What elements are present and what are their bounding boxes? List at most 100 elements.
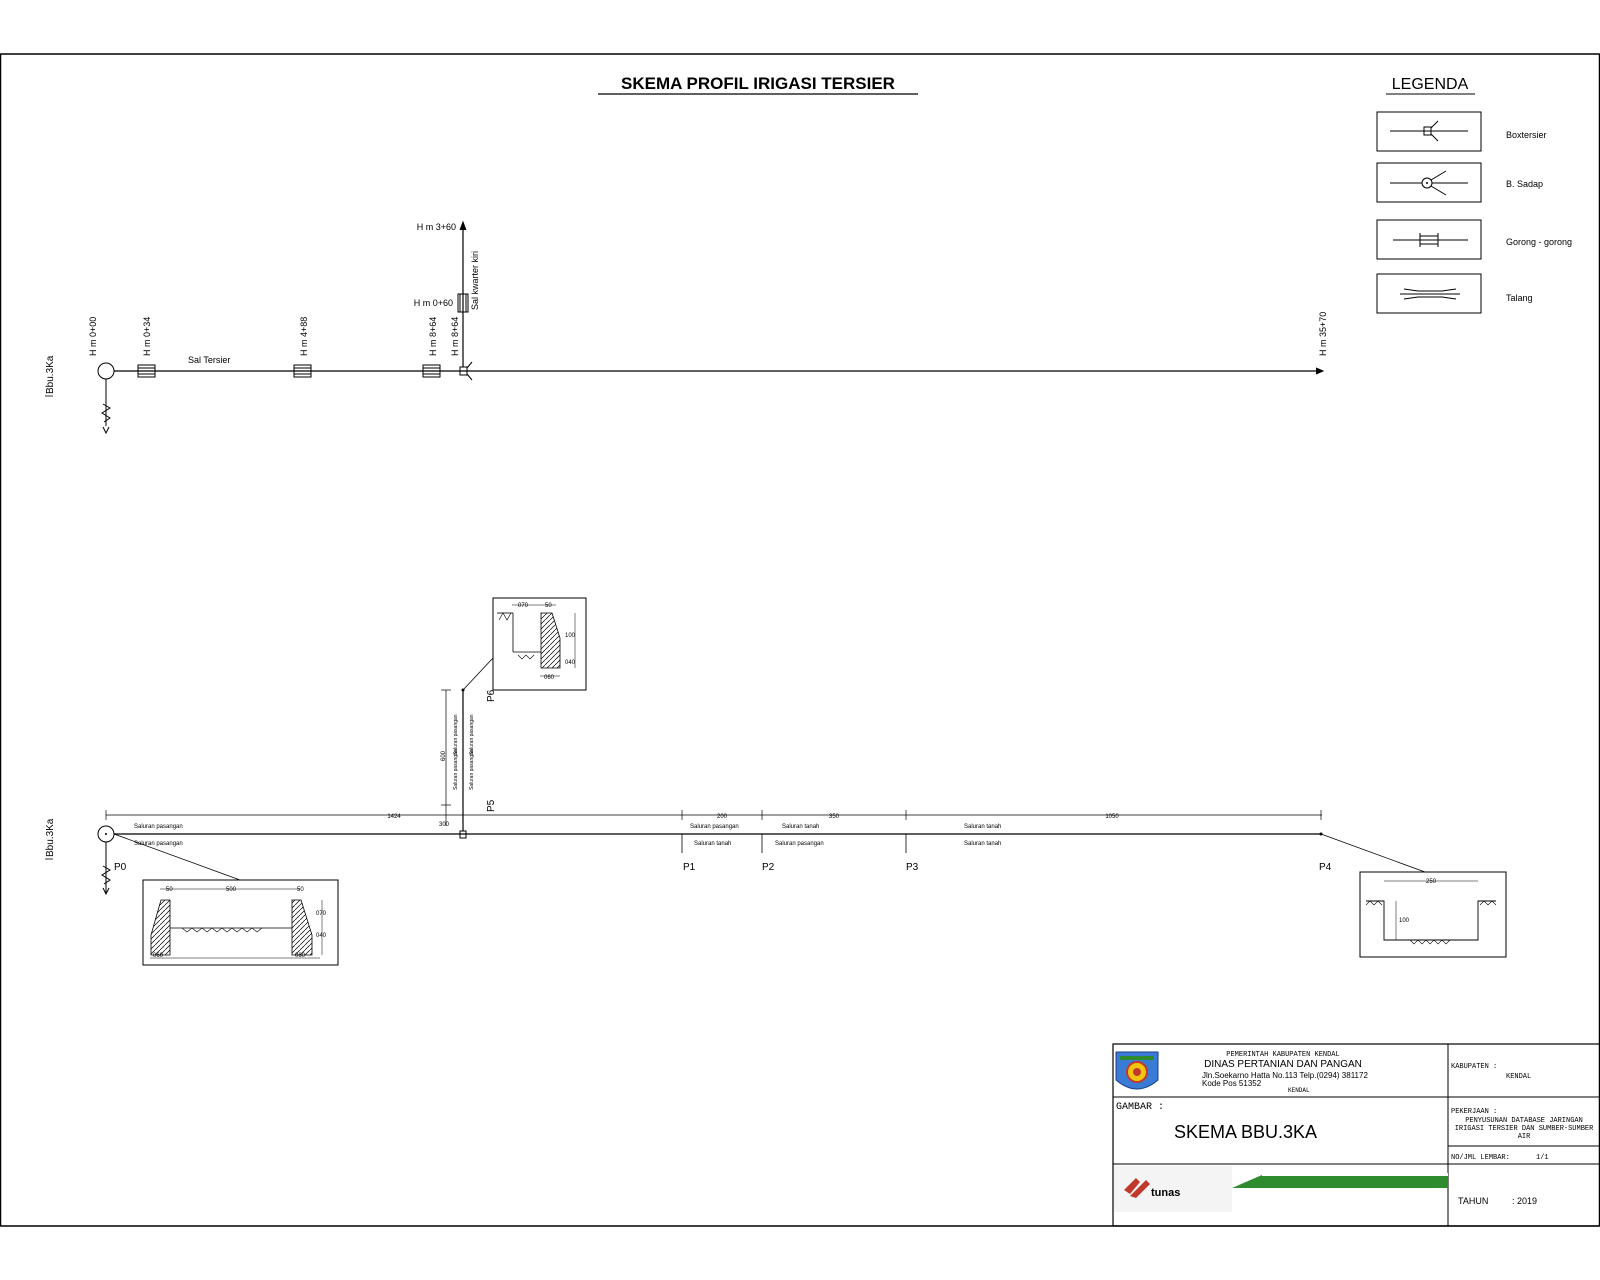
- intake-symbol: [97, 362, 115, 380]
- pekerjaan-label: PEKERJAAN :: [1451, 1108, 1497, 1116]
- point-label: P1: [683, 862, 696, 873]
- culvert-icon: [1393, 233, 1468, 247]
- agency-name: DINAS PERTANIAN DAN PANGAN: [1204, 1059, 1362, 1070]
- legend-item-bsadap: B. Sadap: [1376, 162, 1543, 203]
- station-label: H m 3+60: [417, 222, 456, 232]
- segment-length: 1424: [387, 814, 401, 820]
- river-symbol: [101, 403, 111, 423]
- section-dimension: 060: [544, 675, 555, 681]
- section-dimension: 50: [297, 887, 304, 893]
- section-dimension: 040: [565, 660, 576, 666]
- source-label: Bbu.3Ka: [45, 355, 56, 394]
- bangunan-sadap-icon: [1390, 170, 1468, 196]
- channel-note: Saluran pasangan: [134, 824, 183, 830]
- legend-label: Boxtersier: [1506, 130, 1547, 140]
- river-symbol: [101, 865, 111, 885]
- agency-postcode: Kode Pos 51352: [1202, 1079, 1262, 1088]
- flume-icon: [1400, 288, 1460, 300]
- agency-address: Jln.Soekarno Hatta No.113 Telp.(0294) 38…: [1202, 1071, 1368, 1080]
- lower-scheme: Bbu.3Ka 1424 200 350 1050 P0 P1 P2 P3 P4…: [45, 597, 1507, 966]
- title-block: PEMERINTAH KABUPATEN KENDAL DINAS PERTAN…: [1112, 1043, 1600, 1227]
- channel-note: Saluran pasangan: [134, 841, 183, 847]
- legend-label: B. Sadap: [1506, 179, 1543, 189]
- cross-section-right: 250 100: [1359, 871, 1507, 958]
- point-label: P0: [114, 862, 127, 873]
- culvert-icon: [137, 364, 156, 378]
- lembar-label: NO/JML LEMBAR:: [1451, 1154, 1510, 1162]
- tunas-logo: tunas: [1114, 1166, 1232, 1212]
- channel-note: Saluran tanah: [782, 824, 819, 830]
- point-label: P6: [486, 689, 497, 702]
- culvert-icon: [457, 293, 469, 313]
- station-label: H m 0+00: [88, 317, 98, 356]
- station-label: H m 8+64: [450, 317, 460, 356]
- main-channel-label: Sal Tersier: [188, 355, 230, 365]
- tahun-label: TAHUN: [1458, 1196, 1488, 1206]
- channel-note: Saluran tanah: [694, 841, 731, 847]
- section-dimension: 070: [518, 603, 529, 609]
- agency-city: KENDAL: [1288, 1087, 1310, 1094]
- point-label: P5: [486, 799, 497, 812]
- section-dimension: 50: [545, 603, 552, 609]
- channel-note: Saluran pasangan: [775, 841, 824, 847]
- green-stripe: [1232, 1175, 1448, 1188]
- segment-length: 600: [441, 750, 447, 761]
- legend-label: Talang: [1506, 293, 1533, 303]
- pekerjaan-line: AIR: [1518, 1133, 1531, 1141]
- point-label: P4: [1319, 862, 1332, 873]
- branch-label: Sal kwarter kiri: [470, 251, 480, 310]
- section-dimension: 500: [226, 887, 237, 893]
- section-dimension: 070: [316, 911, 327, 917]
- cross-section-left: 50 500 50 070 040 060 060: [142, 879, 339, 966]
- channel-note: Saluran pasangan: [469, 714, 475, 755]
- upper-scheme: Bbu.3Ka Sal Tersier: [45, 220, 1328, 435]
- segment-length: 200: [717, 814, 728, 820]
- section-dimension: 100: [565, 633, 576, 639]
- section-dimension: 250: [1426, 879, 1437, 885]
- legend: LEGENDA Boxtersier B. Sadap: [1376, 76, 1572, 314]
- gambar-label: GAMBAR :: [1116, 1102, 1164, 1113]
- legend-item-boxtersier: Boxtersier: [1376, 111, 1547, 152]
- station-label: H m 0+60: [414, 298, 453, 308]
- pekerjaan-line: PENYUSUNAN DATABASE JARINGAN: [1465, 1117, 1583, 1125]
- culvert-icon: [293, 364, 312, 378]
- point-label: P3: [906, 862, 919, 873]
- section-dimension: 060: [295, 953, 306, 959]
- legend-item-gorong: Gorong - gorong: [1376, 219, 1572, 260]
- channel-note: Saluran pasangan: [453, 714, 459, 755]
- section-dimension: 060: [153, 953, 164, 959]
- kabupaten-value: KENDAL: [1506, 1073, 1531, 1081]
- channel-note: Saluran pasangan: [690, 824, 739, 830]
- tahun-value: : 2019: [1512, 1196, 1537, 1206]
- segment-length: 300: [439, 822, 450, 828]
- channel-note: Saluran pasangan: [469, 749, 475, 790]
- kendal-emblem-logo: [1115, 1051, 1159, 1090]
- tunas-logo-text: tunas: [1151, 1187, 1180, 1199]
- channel-note: Saluran pasangan: [453, 749, 459, 790]
- pekerjaan-line: IRIGASI TERSIER DAN SUMBER-SUMBER: [1455, 1125, 1594, 1133]
- channel-note: Saluran tanah: [964, 824, 1001, 830]
- section-dimension: 100: [1399, 918, 1410, 924]
- agency-line: PEMERINTAH KABUPATEN KENDAL: [1226, 1051, 1339, 1059]
- legend-label: Gorong - gorong: [1506, 237, 1572, 247]
- sheet-border: [0, 53, 1600, 1227]
- box-tersier-icon: [1390, 120, 1468, 142]
- culvert-icon: [422, 364, 441, 378]
- page-title: SKEMA PROFIL IRIGASI TERSIER: [621, 74, 895, 93]
- section-dimension: 040: [316, 933, 327, 939]
- channel-note: Saluran tanah: [964, 841, 1001, 847]
- segment-length: 350: [829, 814, 840, 820]
- source-label: Bbu.3Ka: [45, 818, 56, 857]
- section-dimension: 50: [166, 887, 173, 893]
- station-label: H m 35+70: [1318, 312, 1328, 356]
- drawing-title: SKEMA BBU.3KA: [1174, 1122, 1317, 1142]
- legend-title: LEGENDA: [1392, 76, 1469, 93]
- lembar-value: 1/1: [1536, 1154, 1549, 1162]
- point-label: P2: [762, 862, 775, 873]
- station-label: H m 4+88: [299, 317, 309, 356]
- station-label: H m 0+34: [142, 317, 152, 356]
- station-label: H m 8+64: [428, 317, 438, 356]
- segment-length: 1050: [1105, 814, 1119, 820]
- kabupaten-label: KABUPATEN :: [1451, 1063, 1497, 1071]
